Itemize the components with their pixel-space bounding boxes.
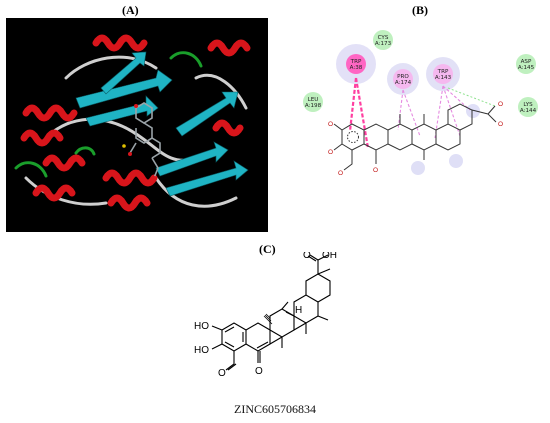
residue-lys-144: LYS A:144 [518, 97, 538, 117]
residue-pro-174: PRO A:174 [393, 69, 413, 89]
atom-o-5: O [498, 121, 503, 128]
svg-text:LYS: LYS [523, 102, 533, 108]
atom-o-2: O [328, 149, 333, 156]
panel-a-label: (A) [122, 3, 139, 17]
compound-id-caption: ZINC605706834 [234, 402, 316, 416]
panel-c-label: (C) [259, 242, 276, 256]
svg-text:TRP: TRP [350, 59, 362, 65]
chemical-structure: OH HO HO H O O O [194, 252, 337, 379]
svg-text:A:174: A:174 [395, 80, 412, 86]
residue-trp-143: TRP A:143 [433, 64, 453, 84]
svg-text:A:144: A:144 [520, 108, 537, 114]
residue-leu-198: LEU A:198 [303, 92, 323, 112]
atom-o-3: O [338, 170, 343, 177]
interaction-diagram: O O O O O O CYS A:173 TRP A:38 PRO A:174… [303, 30, 538, 177]
ho-lower-label: HO [194, 345, 209, 356]
svg-text:PRO: PRO [397, 74, 409, 80]
svg-text:CYS: CYS [378, 35, 389, 41]
carbonyl-o-label: O [303, 252, 311, 261]
residue-asp-145: ASP A:145 [516, 54, 536, 74]
residue-trp-38: TRP A:38 [346, 54, 366, 74]
svg-text:A:38: A:38 [350, 65, 363, 71]
ho-upper-label: HO [194, 321, 209, 332]
svg-text:A:198: A:198 [305, 103, 322, 109]
ketone-o-label: O [255, 366, 263, 377]
svg-text:A:173: A:173 [375, 41, 392, 47]
svg-text:ASP: ASP [521, 59, 532, 65]
h-center-label: H [295, 305, 302, 316]
protein-ribbon-image [6, 18, 268, 232]
residue-cys-173: CYS A:173 [373, 30, 393, 50]
svg-text:A:143: A:143 [435, 75, 452, 81]
atom-o-1: O [328, 121, 333, 128]
svg-text:TRP: TRP [437, 69, 449, 75]
panel-b-label: (B) [412, 3, 428, 17]
atom-o-4: O [373, 167, 378, 174]
atom-o-6: O [498, 101, 503, 108]
aldehyde-o-label: O [218, 368, 226, 379]
svg-text:LEU: LEU [308, 97, 319, 103]
svg-text:A:145: A:145 [518, 65, 535, 71]
oh-top-label: OH [322, 252, 337, 261]
